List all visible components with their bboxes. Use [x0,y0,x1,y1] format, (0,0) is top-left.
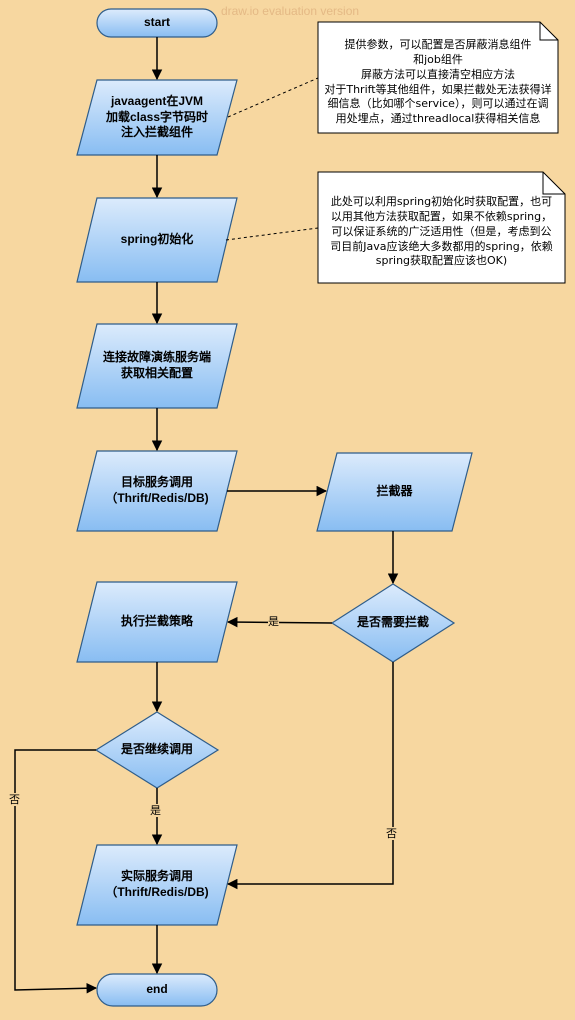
edge-decision-no-actual [226,662,394,890]
note1-text: 提供参数，可以配置是否屏蔽消息组件 和job组件 屏蔽方法可以直接清空相应方法 … [324,38,552,126]
inject-process-shape [76,79,238,156]
actual-call-shape [76,844,238,926]
watermark-text: draw.io evaluation version [220,4,360,18]
note1-connector [227,77,319,118]
connect-shape [76,323,238,409]
note2-text: 此处可以利用spring初始化时获取配置，也可 以用其他方法获取配置，如果不依赖… [330,195,553,268]
continue-call-decision [94,711,220,789]
exec-strategy-shape [76,581,238,663]
need-intercept-decision [330,583,456,663]
end-terminal [96,973,218,1007]
edge-label-yes-intercept: 是 [268,615,279,629]
start-terminal [96,8,218,38]
note2-fold [542,172,565,195]
edge-label-yes-continue: 是 [150,804,161,818]
note2-shape [317,171,566,284]
interceptor-shape [316,452,473,532]
note2-connector [225,227,319,241]
edge-label-no-intercept: 否 [386,827,397,841]
edge-continue-no-end [14,749,98,994]
edge-decision-yes-strategy [226,616,333,628]
note1-shape [317,21,559,134]
edge-label-no-continue: 否 [9,793,20,807]
target-call-shape [76,450,238,532]
note1-fold [539,22,558,41]
spring-init-shape [76,197,238,283]
